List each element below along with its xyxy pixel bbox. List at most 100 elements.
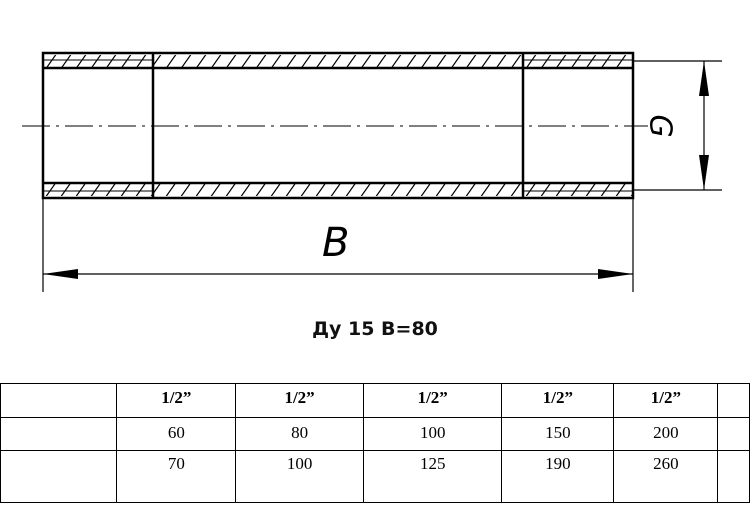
hatch-line [600,183,612,196]
hatch-line [405,183,417,196]
hatch-line [540,183,552,196]
hatch-line [270,55,282,68]
hatch-line [360,55,372,68]
hatch-line [540,55,552,68]
table-cell: 80 [235,417,364,451]
hatch-line [345,55,357,68]
hatch-line [465,55,477,68]
hatch-line [135,183,147,196]
table-cell: 1/2” [501,383,615,418]
hatch-line [60,183,72,196]
table-cell: 1/2” [116,383,237,418]
hatch-line [555,183,567,196]
hatch-line [390,183,402,196]
hatch-line [525,55,537,68]
hatch-line [255,183,267,196]
hatch-line [75,183,87,196]
table-cell: 150 [501,417,615,451]
table-cell: 190 [501,450,615,503]
hatch-line [90,183,102,196]
hatch-line [150,55,162,68]
hatch-line [480,183,492,196]
hatch-line [330,183,342,196]
table-cell [717,383,750,418]
hatch-line [570,183,582,196]
hatch-line [285,55,297,68]
hatch-line [450,183,462,196]
hatch-line [465,183,477,196]
hatch-line [210,55,222,68]
hatch-line [630,64,633,68]
table-cell: 100 [362,417,503,451]
hatch-line [435,55,447,68]
table-cell: 1/2” [613,383,719,418]
hatch-line [375,183,387,196]
hatch-line [285,183,297,196]
wall-hatching-top [30,53,633,70]
hatch-line [60,55,72,68]
hatch-line [180,183,192,196]
hatch-line [105,55,117,68]
table-cell [717,450,750,503]
hatch-line [585,55,597,68]
hatch-line [390,55,402,68]
hatch-line [105,183,117,196]
hatch-line [195,55,207,68]
hatch-line [195,183,207,196]
pipe-nipple-drawing: B G [22,51,722,292]
table-cell: 125 [362,450,503,503]
thread-dimension-label: G [643,114,678,137]
hatch-line [75,55,87,68]
table-cell: 70 [116,450,237,503]
hatch-line [165,55,177,68]
hatch-line [480,55,492,68]
hatch-line [435,183,447,196]
table-row-length: 60 80 100 150 200 [0,417,750,451]
hatch-line [330,55,342,68]
table-cell: 100 [235,450,364,503]
hatch-line [495,183,507,196]
hatch-line [225,183,237,196]
hatch-line [345,183,357,196]
length-dimension [42,198,634,292]
hatch-line [315,55,327,68]
hatch-line [255,55,267,68]
table-row-thread: 1/2” 1/2” 1/2” 1/2” 1/2” [0,383,750,418]
hatch-line [300,183,312,196]
hatch-line [375,55,387,68]
hatch-line [210,183,222,196]
table-cell: 60 [116,417,237,451]
table-cell [0,450,118,503]
hatch-line [165,183,177,196]
hatch-line [45,55,57,68]
hatch-line [360,183,372,196]
hatch-line [555,55,567,68]
dimension-table: 1/2” 1/2” 1/2” 1/2” 1/2” 60 80 100 150 2… [0,383,750,503]
hatch-line [405,55,417,68]
hatch-line [510,55,522,68]
hatch-line [525,183,537,196]
hatch-line [420,183,432,196]
wall-hatching-bottom [30,181,633,198]
hatch-line [585,183,597,196]
hatch-line [180,55,192,68]
table-cell [0,417,118,451]
hatch-line [615,55,627,68]
hatch-line [120,183,132,196]
thread-dimension [633,60,722,191]
hatch-line [315,183,327,196]
hatch-line [600,55,612,68]
hatch-line [150,183,162,196]
hatch-line [570,55,582,68]
hatch-line [630,192,633,196]
hatch-line [120,55,132,68]
hatch-line [45,183,57,196]
hatch-line [30,181,42,198]
hatch-line [420,55,432,68]
hatch-line [30,53,42,70]
table-cell: 260 [613,450,719,503]
hatch-line [450,55,462,68]
hatch-line [270,183,282,196]
hatch-line [240,183,252,196]
hatch-line [510,183,522,196]
